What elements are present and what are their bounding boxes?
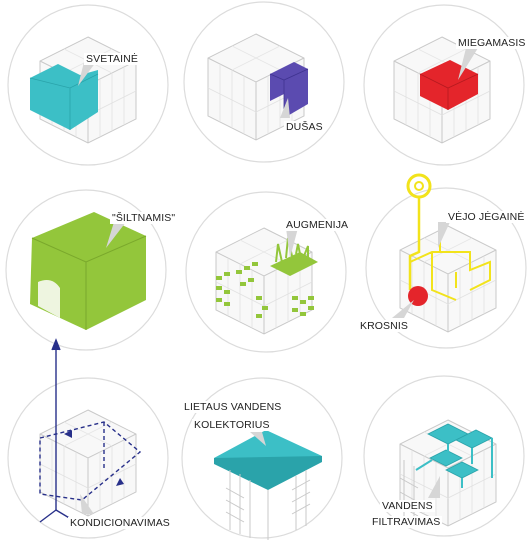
label-svetaine: SVETAINĖ [84, 53, 140, 65]
callout-pointer [250, 432, 266, 446]
water-filter-tanks [427, 423, 493, 479]
label-lietaus-line1: LIETAUS VANDENS [182, 401, 284, 413]
roof-garden [270, 252, 318, 276]
label-dusas: DUŠAS [284, 121, 325, 133]
label-augmenija: AUGMENIJA [284, 219, 351, 231]
panel-vejo-jegaine [365, 173, 527, 349]
callout-pointer [428, 476, 440, 498]
label-vandens-line2: FILTRAVIMAS [370, 516, 443, 528]
plant-dots [216, 262, 314, 318]
label-vandens-line1: VANDENS [380, 500, 435, 512]
panel-augmenija [185, 191, 347, 353]
callout-pointer [392, 300, 414, 318]
panel-kondicionavimas [7, 338, 169, 539]
callout-pointer [106, 222, 126, 248]
panel-vandens-filtravimas [363, 375, 525, 537]
panel-lietaus-vandens [181, 377, 343, 540]
panel-siltnamis [5, 189, 167, 351]
callout-pointer [78, 62, 96, 86]
callout-pointer [438, 222, 450, 248]
label-lietaus-line2: KOLEKTORIUS [192, 419, 272, 431]
callout-pointer [280, 98, 290, 118]
wind-turbine [406, 173, 491, 301]
panel-miegamasis [363, 4, 525, 166]
callout-pointer [286, 228, 298, 258]
label-kondicionavimas: KONDICIONAVIMAS [68, 517, 172, 529]
callout-pointer [80, 494, 94, 514]
bedroom-volume [420, 60, 478, 110]
panel-dusas [183, 1, 345, 163]
label-vejo-jegaine: VĖJO JĖGAINĖ [446, 211, 527, 223]
panel-svetaine [7, 4, 169, 166]
label-miegamasis: MIEGAMASIS [456, 37, 528, 49]
label-siltnamis: "ŠILTNAMIS" [110, 212, 178, 224]
stilt-supports [225, 470, 311, 540]
air-flow-lines [39, 338, 142, 523]
shower-volume [270, 62, 308, 118]
callout-pointer [458, 48, 478, 80]
label-krosnis: KROSNIS [358, 320, 410, 332]
